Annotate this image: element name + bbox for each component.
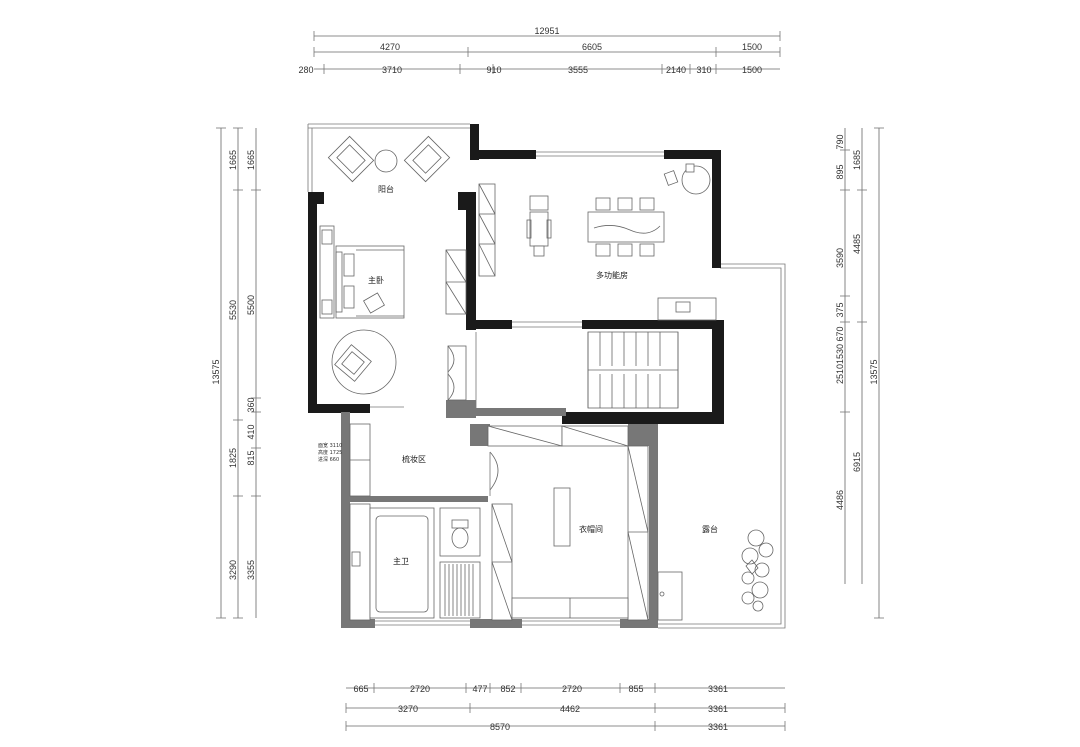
- dim-left-c2-2: 1825: [228, 448, 238, 468]
- dim-left-total: 13575: [211, 359, 221, 384]
- double-bed-icon: [335, 245, 405, 319]
- room-label-terrace: 露台: [702, 524, 718, 534]
- dim-right-c2-1: 4485: [852, 234, 862, 254]
- closet-furniture: [487, 425, 649, 626]
- bookshelf: [478, 183, 496, 277]
- dim-bottom-r2-1: 4462: [560, 704, 580, 714]
- dim-top-r3-1: 3710: [382, 65, 402, 75]
- desk-icon: [526, 195, 552, 257]
- plant-icon: [741, 529, 774, 612]
- terrace-outline: [658, 263, 786, 629]
- armchair-icon: [334, 344, 372, 382]
- dim-right-c1-0: 790: [835, 134, 845, 149]
- dim-right-c1-3: 375: [835, 302, 845, 317]
- door-swing-icon: [489, 451, 499, 491]
- dim-bottom-r3-0: 8570: [490, 722, 510, 732]
- dim-left-c3-0: 1665: [246, 150, 256, 170]
- dim-right-c1-2: 3590: [835, 248, 845, 268]
- island: [553, 487, 571, 547]
- dim-bottom-r1-3: 852: [500, 684, 515, 694]
- dining-table-icon: [587, 197, 665, 257]
- dim-right-c1-5: 1530: [835, 344, 845, 364]
- bedroom-furniture: [319, 225, 467, 408]
- room-label-master-bath: 主卫: [393, 556, 409, 566]
- dressing-area-furniture: 面宽 3110 高度 1725 进深 660: [318, 423, 499, 497]
- balcony-outline: [307, 123, 470, 192]
- dim-top-r3-2: 910: [486, 65, 501, 75]
- dim-top-r3-4: 2140: [666, 65, 686, 75]
- dim-left-c3-5: 3355: [246, 560, 256, 580]
- dim-bottom-r1-6: 3361: [708, 684, 728, 694]
- walls-grey: [341, 400, 658, 628]
- room-label-multifunction-room: 多功能房: [596, 270, 628, 280]
- left-dimensions: 13575 1665 5530 1825 3290 1665 5500 360 …: [211, 127, 261, 619]
- dim-left-c3-4: 410: [246, 424, 256, 439]
- room-label-master-bedroom: 主卧: [368, 275, 384, 285]
- toilet-icon: [439, 507, 481, 557]
- round-table-icon: [663, 163, 711, 195]
- right-dimensions: 790 895 3590 375 2510 1530 670 4486 1685…: [835, 127, 884, 619]
- dim-bottom-r1-4: 2720: [562, 684, 582, 694]
- shower-icon: [439, 561, 481, 619]
- dim-bottom-r1-0: 665: [353, 684, 368, 694]
- dim-bottom-r2-2: 3361: [708, 704, 728, 714]
- staircase-icon: [587, 331, 679, 409]
- dim-bottom-r1-1: 2720: [410, 684, 430, 694]
- dim-right-total: 13575: [869, 359, 879, 384]
- dim-top-r3-5: 310: [696, 65, 711, 75]
- dim-right-c2-2: 6915: [852, 452, 862, 472]
- top-dimensions: 12951 4270 6605 1500 280 3710 910 3555 2…: [298, 26, 781, 75]
- terrace-furniture: [657, 529, 774, 621]
- bedside-cabinet: [319, 225, 335, 319]
- round-table-icon: [374, 149, 398, 173]
- dim-bottom-r2-0: 3270: [398, 704, 418, 714]
- vanity-note-2: 进深 660: [318, 456, 339, 463]
- room-labels: 阳台 主卧 多功能房 梳妆区 主卫 衣帽间 露台: [368, 184, 718, 566]
- dim-right-c2-0: 1685: [852, 150, 862, 170]
- armchair-icon: [403, 135, 451, 183]
- dim-right-c1-4: 2510: [835, 364, 845, 384]
- dim-top-total: 12951: [534, 26, 559, 36]
- dim-left-c3-3: 815: [246, 450, 256, 465]
- dim-right-c1-7: 4486: [835, 490, 845, 510]
- dim-left-c2-3: 3290: [228, 560, 238, 580]
- dim-left-c2-1: 5530: [228, 300, 238, 320]
- dim-left-c2-0: 1665: [228, 150, 238, 170]
- room-label-balcony: 阳台: [378, 184, 394, 194]
- dim-top-r2-1: 6605: [582, 42, 602, 52]
- bottom-dimensions: 665 2720 477 852 2720 855 3361 3270 4462…: [345, 683, 786, 732]
- dim-top-r3-0: 280: [298, 65, 313, 75]
- walls: [308, 124, 724, 424]
- room-label-walkin-closet: 衣帽间: [579, 524, 603, 534]
- dim-left-c3-1: 5500: [246, 295, 256, 315]
- dim-left-c3-2: 360: [246, 397, 256, 412]
- vanity-note-0: 面宽 3110: [318, 442, 342, 449]
- sideboard: [657, 297, 717, 321]
- dim-top-r3-3: 3555: [568, 65, 588, 75]
- room-label-dressing-area: 梳妆区: [402, 454, 426, 464]
- dim-bottom-r1-2: 477: [472, 684, 487, 694]
- dim-bottom-r1-5: 855: [628, 684, 643, 694]
- dim-top-r2-2: 1500: [742, 42, 762, 52]
- dim-top-r3-6: 1500: [742, 65, 762, 75]
- balcony-furniture: [327, 135, 451, 183]
- bathtub-icon: [369, 507, 435, 619]
- hallway-doors: [447, 332, 477, 408]
- armchair-icon: [327, 135, 375, 183]
- armchair-icon: [363, 292, 385, 314]
- dim-top-r2-0: 4270: [380, 42, 400, 52]
- vanity-note-1: 高度 1725: [318, 449, 342, 456]
- door-swing-icon: [447, 345, 455, 373]
- dim-right-c1-6: 670: [835, 326, 845, 341]
- multifunction-furniture: [478, 151, 717, 328]
- dim-bottom-r3-1: 3361: [708, 722, 728, 732]
- wardrobe-right: [627, 445, 649, 621]
- master-bath-furniture: [349, 503, 481, 626]
- dim-right-c1-1: 895: [835, 164, 845, 179]
